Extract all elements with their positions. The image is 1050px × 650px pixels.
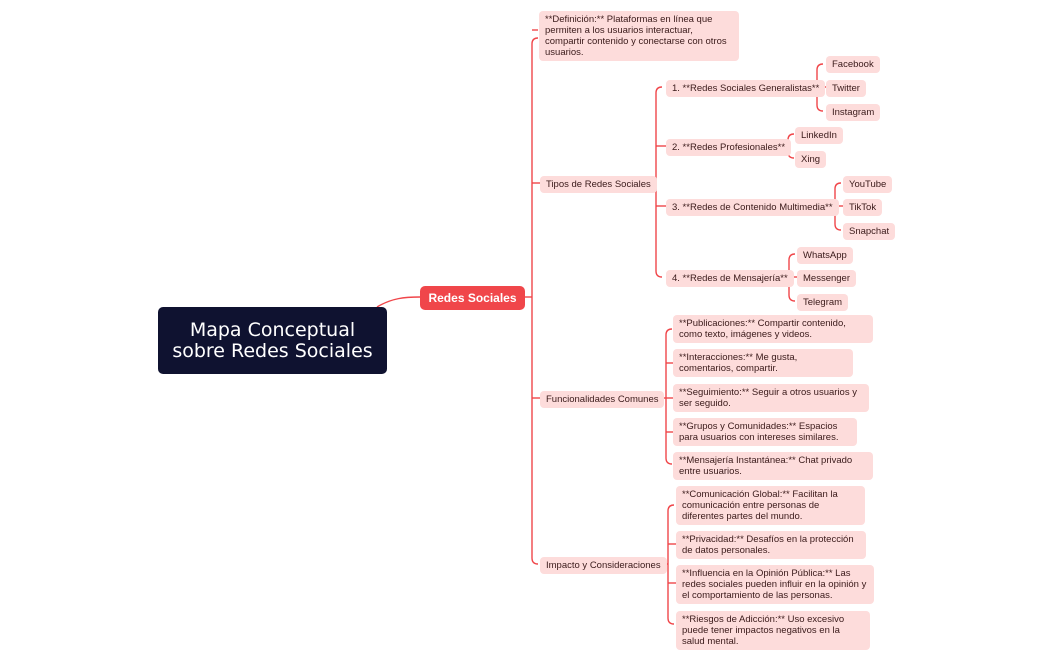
item-telegram[interactable]: Telegram <box>797 294 849 311</box>
item-twitter[interactable]: Twitter <box>826 80 866 97</box>
main-topic-redes-sociales[interactable]: Redes Sociales <box>420 286 525 310</box>
impacto-influencia[interactable]: **Influencia en la Opinión Pública:** La… <box>676 565 874 604</box>
item-tiktok[interactable]: TikTok <box>843 199 883 216</box>
item-facebook[interactable]: Facebook <box>826 56 880 73</box>
branch-impacto[interactable]: Impacto y Consideraciones <box>540 557 667 574</box>
tipo-generalistas[interactable]: 1. **Redes Sociales Generalistas** <box>666 80 826 97</box>
item-snapchat[interactable]: Snapchat <box>843 223 896 240</box>
branch-tipos[interactable]: Tipos de Redes Sociales <box>540 176 657 193</box>
impacto-privacidad[interactable]: **Privacidad:** Desafíos en la protecció… <box>676 531 866 559</box>
item-xing[interactable]: Xing <box>795 151 827 168</box>
tipo-profesionales[interactable]: 2. **Redes Profesionales** <box>666 139 792 156</box>
item-youtube[interactable]: YouTube <box>843 176 893 193</box>
definition-node[interactable]: **Definición:** Plataformas en línea que… <box>539 11 739 61</box>
item-whatsapp[interactable]: WhatsApp <box>797 247 853 264</box>
item-instagram[interactable]: Instagram <box>826 104 881 121</box>
central-topic-line1: Mapa Conceptual <box>189 318 356 341</box>
func-grupos[interactable]: **Grupos y Comunidades:** Espacios para … <box>673 418 857 446</box>
central-topic-line2: sobre Redes Sociales <box>172 339 373 362</box>
item-messenger[interactable]: Messenger <box>797 270 856 287</box>
func-seguimiento[interactable]: **Seguimiento:** Seguir a otros usuarios… <box>673 384 869 412</box>
branch-funcionalidades[interactable]: Funcionalidades Comunes <box>540 391 665 408</box>
impacto-adiccion[interactable]: **Riesgos de Adicción:** Uso excesivo pu… <box>676 611 870 650</box>
impacto-comunicacion[interactable]: **Comunicación Global:** Facilitan la co… <box>676 486 865 525</box>
func-publicaciones[interactable]: **Publicaciones:** Compartir contenido, … <box>673 315 873 343</box>
item-linkedin[interactable]: LinkedIn <box>795 127 843 144</box>
tipo-mensajeria[interactable]: 4. **Redes de Mensajería** <box>666 270 794 287</box>
func-interacciones[interactable]: **Interacciones:** Me gusta, comentarios… <box>673 349 853 377</box>
func-mensajeria[interactable]: **Mensajería Instantánea:** Chat privado… <box>673 452 873 480</box>
tipo-multimedia[interactable]: 3. **Redes de Contenido Multimedia** <box>666 199 839 216</box>
